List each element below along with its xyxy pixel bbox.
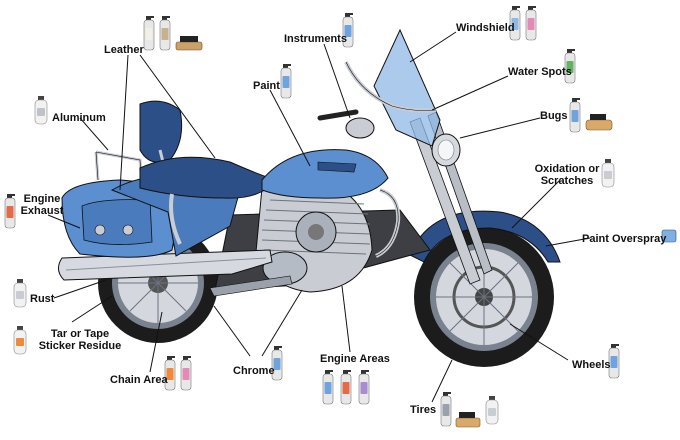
tar-orange-squeeze-bottle: [13, 325, 27, 355]
motorcycle-illustration: [58, 28, 561, 367]
label-oxidation-or-scratches: Oxidation or Scratches: [534, 163, 600, 187]
label-wheels: Wheels: [572, 359, 611, 371]
label-bugs: Bugs: [540, 110, 568, 122]
engine-exhaust-red-spray-bottle: [4, 193, 16, 229]
blue-spray-bottle: [569, 97, 581, 133]
bugs-products: [569, 97, 613, 133]
label-instruments: Instruments: [284, 33, 347, 45]
label-chain-area: Chain Area: [110, 374, 168, 386]
pink-spray-bottle: [525, 5, 537, 41]
label-oxidation-line1: Oxidation or: [534, 163, 600, 175]
tires-products: [440, 391, 499, 428]
label-rust: Rust: [30, 293, 55, 305]
label-chrome: Chrome: [233, 365, 275, 377]
pink-spray-bottle: [180, 355, 192, 391]
label-engine-exhaust-line2: Exhaust: [20, 205, 64, 217]
label-water-spots: Water Spots: [508, 66, 572, 78]
cream-spray-bottle: [143, 15, 155, 51]
leather-products: [143, 15, 203, 51]
label-paint-overspray: Paint Overspray: [582, 233, 667, 245]
applicator-pad-icon: [455, 412, 481, 428]
aluminum-white-squeeze-bottle: [34, 95, 48, 125]
leader-lines: [47, 31, 591, 403]
label-tar-line1: Tar or Tape: [50, 328, 110, 340]
blue-spray-bottle: [322, 369, 334, 405]
label-aluminum: Aluminum: [52, 112, 106, 124]
label-windshield: Windshield: [456, 22, 515, 34]
label-engine-exhaust-line1: Engine: [23, 193, 61, 205]
label-engine-areas: Engine Areas: [320, 353, 390, 365]
brush-icon: [175, 36, 203, 51]
red-spray-bottle: [340, 369, 352, 405]
white-squeeze-bottle: [485, 395, 499, 425]
label-tar-or-tape-sticker-residue: Tar or Tape Sticker Residue: [34, 328, 126, 352]
paint-blue-spray-bottle: [280, 63, 292, 99]
products: [4, 5, 677, 428]
label-leather: Leather: [104, 44, 144, 56]
engine-areas-products: [322, 369, 370, 405]
tan-spray-bottle: [159, 15, 171, 51]
label-paint: Paint: [253, 80, 280, 92]
sponge-icon: [585, 114, 613, 131]
label-tires: Tires: [410, 404, 437, 416]
gray-spray-bottle: [440, 391, 452, 427]
rust-white-squeeze-bottle: [13, 278, 27, 308]
purple-spray-bottle: [358, 369, 370, 405]
chain-area-products: [164, 355, 192, 391]
oxidation-white-squeeze-bottle: [601, 158, 615, 188]
label-tar-line2: Sticker Residue: [38, 340, 122, 352]
clay-bar-icon: [661, 229, 677, 243]
label-oxidation-line2: Scratches: [540, 175, 594, 187]
front-wheel: [414, 227, 554, 367]
label-engine-exhaust: Engine Exhaust: [18, 193, 66, 217]
